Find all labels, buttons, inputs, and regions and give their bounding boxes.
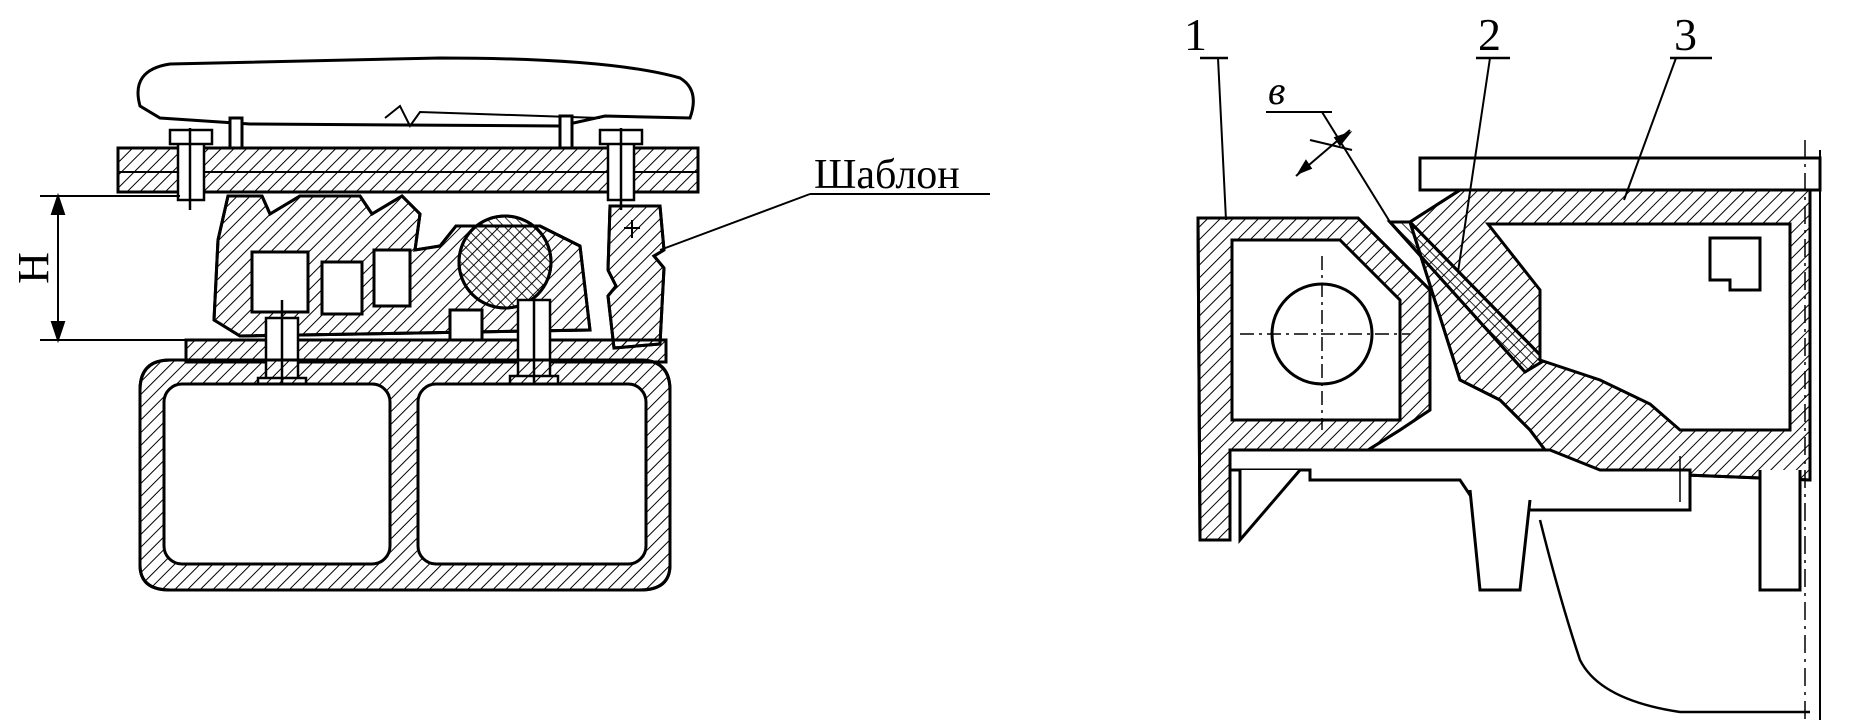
dimension-h-label: Н [9,252,58,284]
box-cell-right [416,382,648,566]
cover-break-line [384,104,601,128]
upper-rail [1418,156,1822,192]
gap-label: в [1268,68,1285,113]
dimension-h [40,192,186,344]
template-label: Шаблон [814,152,960,198]
box-cell-left [162,382,392,566]
left-figure [40,56,990,592]
callout-3: 3 [1674,9,1697,60]
top-cover [136,56,695,128]
callout-1: 1 [1184,9,1207,60]
callout-2: 2 [1478,9,1501,60]
template-leader [659,193,811,251]
upper-bolt-right [598,128,644,210]
right-figure [1196,56,1822,724]
upper-bolt-left [168,128,214,210]
